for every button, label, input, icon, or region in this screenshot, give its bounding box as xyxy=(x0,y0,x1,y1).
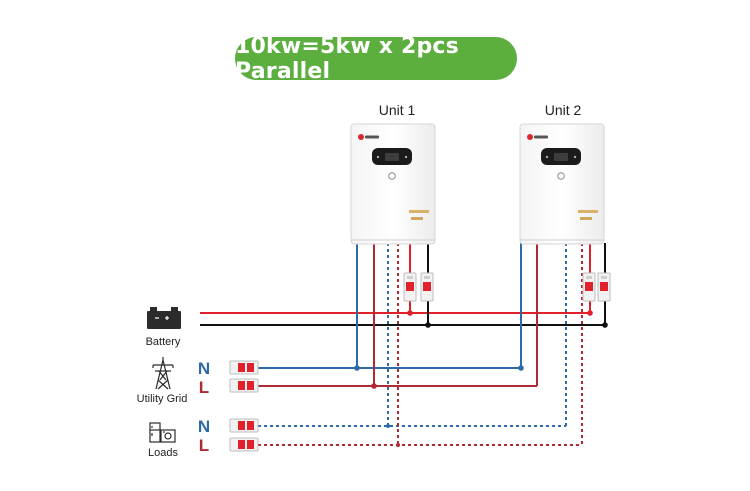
junction-dot xyxy=(587,310,593,316)
dc-breaker-unit-1-positive xyxy=(403,272,417,302)
diagram-title: 10kw=5kw x 2pcs Parallel xyxy=(235,34,517,84)
junction-dot xyxy=(425,322,431,328)
inverter-unit-2 xyxy=(519,123,605,245)
power-button-icon xyxy=(388,172,396,180)
grid-live-marker: L xyxy=(199,378,209,397)
unit-1-label: Unit 1 xyxy=(379,102,416,118)
grid-l-breaker xyxy=(229,378,259,393)
junction-dot xyxy=(371,383,377,389)
loads-label: Loads xyxy=(148,447,178,459)
unit-2-label: Unit 2 xyxy=(545,102,582,118)
power-button-icon xyxy=(557,172,565,180)
load-l-breaker xyxy=(229,437,259,452)
grid-neutral-marker: N xyxy=(198,359,210,378)
brand-logo xyxy=(358,134,379,140)
junction-dot xyxy=(407,310,413,316)
load-n-breaker xyxy=(229,418,259,433)
junction-dot xyxy=(602,322,608,328)
junction-dot xyxy=(386,424,390,428)
spec-label xyxy=(409,210,429,213)
junction-dot xyxy=(396,443,400,447)
load-live-marker: L xyxy=(199,436,209,455)
dc-breaker-unit-2-positive xyxy=(582,272,596,302)
inverter-unit-1 xyxy=(350,123,436,245)
load-neutral-marker: N xyxy=(198,417,210,436)
utility-pylon-icon xyxy=(152,357,174,390)
junction-dot xyxy=(354,365,360,371)
junction-dot xyxy=(518,365,524,371)
battery-label: Battery xyxy=(146,336,181,348)
grid-n-breaker xyxy=(229,360,259,375)
utility-grid-label: Utility Grid xyxy=(137,393,188,405)
battery-icon xyxy=(147,307,181,329)
loads-icon xyxy=(149,422,176,443)
brand-logo xyxy=(527,134,548,140)
spec-label xyxy=(578,210,598,213)
dc-breaker-unit-2-negative xyxy=(597,272,611,302)
dc-breaker-unit-1-negative xyxy=(420,272,434,302)
